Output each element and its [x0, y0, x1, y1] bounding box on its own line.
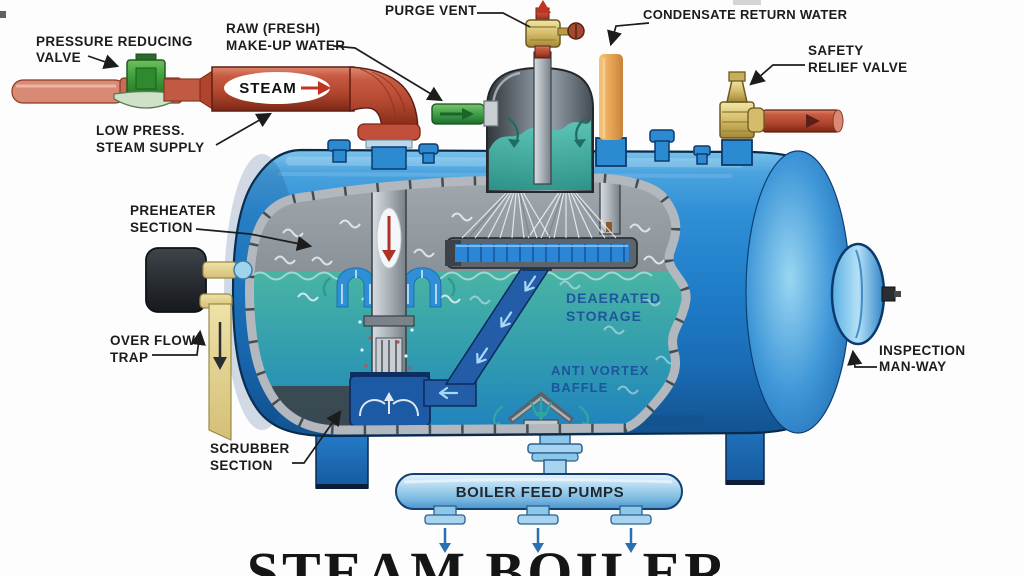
label-pressure-reducing-valve-1: PRESSURE REDUCING	[36, 34, 193, 49]
label-low-press-1: LOW PRESS.	[96, 123, 185, 138]
label-deaerated-storage-1: DEAERATED	[566, 290, 661, 306]
relief-discharge-pipe	[761, 109, 841, 133]
label-safety-relief-1: SAFETY	[808, 43, 864, 58]
overflow-down-arrow	[213, 357, 227, 370]
preheater-dome	[486, 51, 594, 193]
label-preheater-2: SECTION	[130, 220, 193, 235]
dome-center-pipe	[533, 51, 552, 185]
inspection-manway	[830, 242, 901, 346]
purge-vent-stack	[525, 0, 585, 59]
label-anti-vortex-2: BAFFLE	[551, 380, 608, 395]
flow-curl-arrows	[322, 277, 456, 297]
label-low-press-2: STEAM SUPPLY	[96, 140, 205, 155]
condensate-downcomer	[599, 178, 621, 235]
scrubber-box	[349, 372, 431, 427]
label-overflow-2: TRAP	[110, 350, 148, 365]
safety-relief-valve	[719, 71, 844, 166]
label-inspection-2: MAN-WAY	[879, 359, 947, 374]
overflow-downpipe	[208, 303, 232, 441]
label-preheater-1: PREHEATER	[130, 203, 216, 218]
condensate-return-pipe	[595, 54, 627, 167]
spray-tray	[445, 237, 638, 269]
spray-fans	[461, 181, 617, 239]
overflow-pipe-cap	[233, 260, 253, 280]
edge-artifact	[0, 11, 6, 18]
label-scrubber-1: SCRUBBER	[210, 441, 290, 456]
scrubber-speckles	[358, 320, 414, 370]
diagram-title: STEAM BOILER	[247, 540, 729, 576]
label-overflow-1: OVER FLOW	[110, 333, 195, 348]
pressure-reducing-valve	[113, 53, 179, 109]
purge-vent-arrow-up	[535, 0, 551, 13]
label-pressure-reducing-valve-2: VALVE	[36, 50, 81, 65]
label-raw-makeup-2: MAKE-UP WATER	[226, 38, 345, 53]
pump-outlet-3	[610, 505, 652, 553]
steam-flow-tag: STEAM	[224, 72, 331, 104]
label-purge-vent: PURGE VENT	[385, 3, 477, 18]
boiler-feed-pump-assembly: BOILER FEED PUMPS	[395, 425, 683, 553]
label-inspection-1: INSPECTION	[879, 343, 966, 358]
steam-supply-piping: STEAM	[11, 53, 421, 170]
overflow-trap	[145, 247, 253, 441]
label-deaerated-storage-2: STORAGE	[566, 308, 642, 324]
label-anti-vortex-1: ANTI VORTEX	[551, 363, 649, 378]
vent-condenser-pipe	[363, 183, 415, 385]
cutaway-rim	[245, 173, 691, 435]
steam-flow-arrow	[318, 81, 331, 95]
pump-outlet-1	[424, 505, 466, 553]
manway-bolt	[881, 286, 896, 302]
edge-artifact-2	[733, 0, 761, 5]
pump-label: BOILER FEED PUMPS	[456, 484, 625, 501]
label-scrubber-2: SECTION	[210, 458, 273, 473]
label-raw-makeup-1: RAW (FRESH)	[226, 21, 320, 36]
cutaway-interior	[249, 178, 687, 430]
raw-makeup-water-pipe	[431, 100, 499, 127]
label-condensate-return: CONDENSATE RETURN WATER	[643, 7, 848, 22]
label-safety-relief-2: RELIEF VALVE	[808, 60, 908, 75]
label-pointers	[87, 12, 877, 464]
internal-downcomer-duct	[423, 249, 553, 407]
purge-vent-valve	[525, 19, 561, 48]
pump-outlet-2	[517, 505, 559, 553]
steam-flow-label: STEAM	[239, 80, 297, 97]
tank-top-nozzles	[327, 129, 711, 165]
